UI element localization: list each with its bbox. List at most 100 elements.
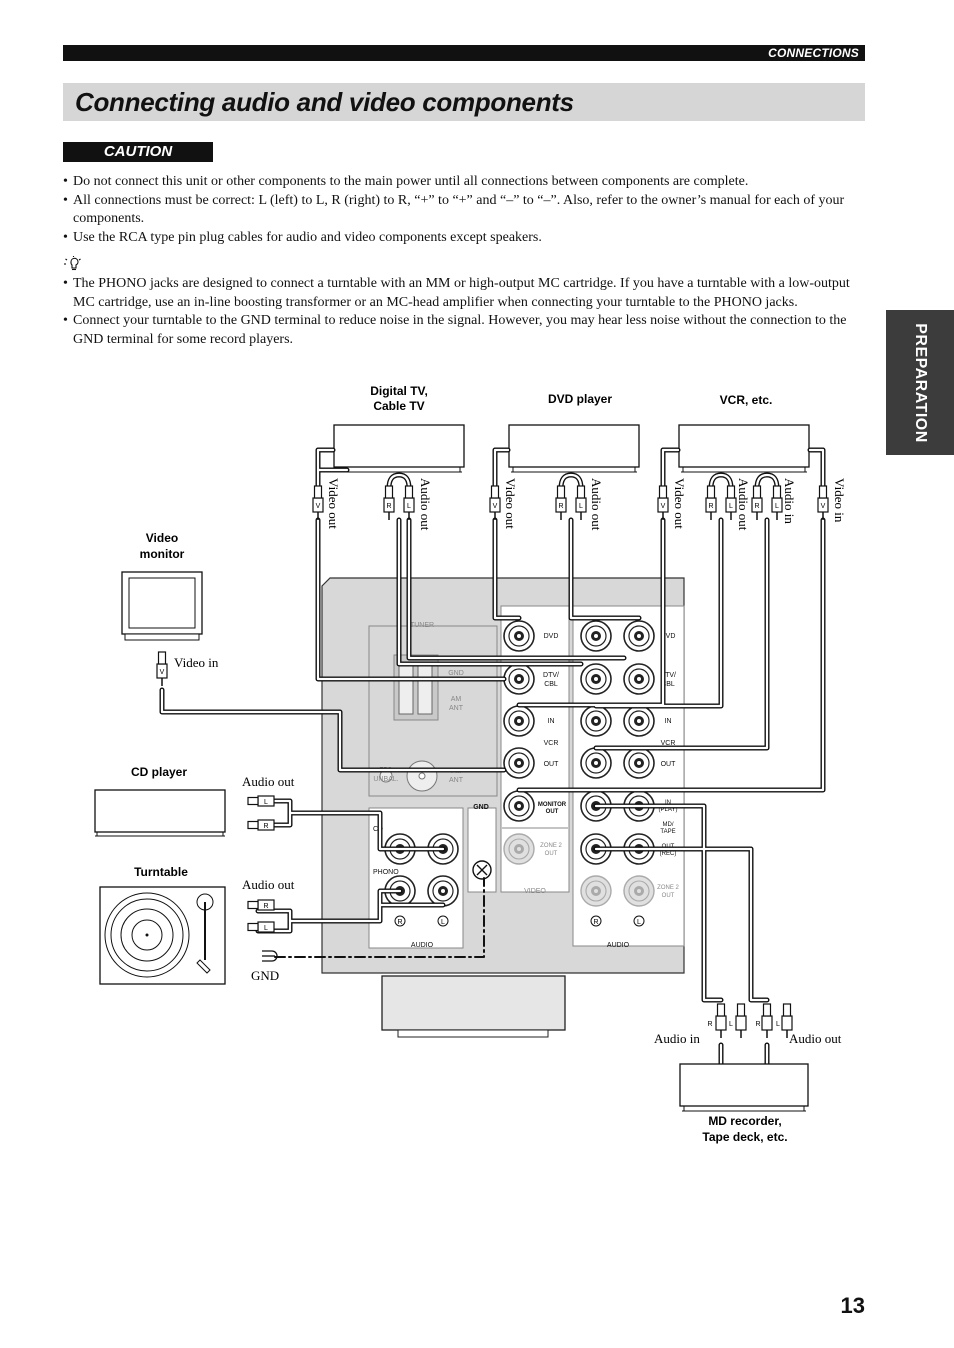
turntable <box>99 886 226 985</box>
dvd-audio-label: DVD <box>661 633 676 640</box>
plug-letter-r: R <box>708 503 713 510</box>
gnd-terminal-label: GND <box>473 804 489 811</box>
audio-in-label: Audio in <box>654 1031 700 1046</box>
out-rec-label: (REC) <box>660 851 677 857</box>
tuner-label: TUNER <box>410 622 434 629</box>
dvd-video-label: DVD <box>544 633 559 640</box>
video-monitor-label: monitor <box>140 547 185 561</box>
audio-left-label: AUDIO <box>411 942 434 949</box>
plug-letter-l: L <box>579 503 583 510</box>
audio-out-label: Audio out <box>789 1031 842 1046</box>
plug-letter-r: R <box>263 903 268 910</box>
vcr-video-label: VCR <box>544 740 559 747</box>
gnd-connector-icon <box>262 950 278 962</box>
audio-out-label: Audio out <box>589 478 604 531</box>
fm-ant-label: ANT <box>449 777 464 784</box>
vcr-in-audio-label: IN <box>665 718 672 725</box>
gnd-label: GND <box>251 968 279 983</box>
digital-tv-label: Cable TV <box>373 399 424 413</box>
l-mark: L <box>441 919 445 926</box>
audio-out-label: Audio out <box>242 774 295 789</box>
plug-letter-v: V <box>316 503 321 510</box>
caution-list: Do not connect this unit or other compon… <box>63 173 863 247</box>
vcr-out-video-label: OUT <box>544 761 560 768</box>
video-out-label: Video out <box>672 478 687 529</box>
caution-item: All connections must be correct: L (left… <box>63 192 863 229</box>
plug-letter-l: L <box>729 1021 733 1028</box>
caution-badge: CAUTION <box>63 142 213 162</box>
l-mark: L <box>637 919 641 926</box>
video-out-label: Video out <box>326 478 341 529</box>
dtv-video-label: CBL <box>544 681 558 688</box>
audio-out-label: Audio out <box>736 478 751 531</box>
caution-item: Use the RCA type pin plug cables for aud… <box>63 229 863 248</box>
plug-letter-r: R <box>558 503 563 510</box>
plug-letter-r: R <box>707 1021 712 1028</box>
plug-letter-v: V <box>821 503 826 510</box>
digital-tv-box <box>333 424 465 473</box>
video-section-label: VIDEO <box>524 888 546 895</box>
zone2-audio-label: OUT <box>662 893 675 899</box>
video-in-label: Video in <box>832 478 847 523</box>
monitor-out-label: MONITOR <box>538 802 567 808</box>
turntable-label: Turntable <box>134 865 188 879</box>
digital-tv-label: Digital TV, <box>370 384 428 398</box>
cd-player-label: CD player <box>131 765 187 779</box>
plug-letter-r: R <box>755 1021 760 1028</box>
plug-letter-r: R <box>263 823 268 830</box>
tip-item: Connect your turntable to the GND termin… <box>63 312 863 349</box>
plug-letter-l: L <box>729 503 733 510</box>
audio-in-label: Audio in <box>782 478 797 524</box>
dvd-player-box <box>508 424 640 473</box>
r-mark: R <box>397 919 402 926</box>
plug-letter-l: L <box>775 503 779 510</box>
am-ant-label: AM <box>451 696 462 703</box>
section-label: CONNECTIONS <box>768 46 859 60</box>
audio-out-label: Audio out <box>242 877 295 892</box>
panel-jacks <box>384 620 655 907</box>
in-play-label: (PLAY) <box>659 807 678 813</box>
phono-jack-label: PHONO <box>373 869 399 876</box>
md-recorder-label: MD recorder, <box>708 1114 781 1128</box>
r-mark: R <box>593 919 598 926</box>
gnd-small-label: GND <box>448 670 464 677</box>
monitor-out-label: OUT <box>546 809 559 815</box>
video-out-label: Video out <box>503 478 518 529</box>
plug-letter-v: V <box>661 503 666 510</box>
video-in-label: Video in <box>174 655 219 670</box>
unbal-label: UNBAL. <box>373 776 398 783</box>
dtv-audio-label: DTV/ <box>660 672 676 679</box>
vcr-audio-label: VCR <box>661 740 676 747</box>
cd-player <box>94 789 226 837</box>
vcr-in-video-label: IN <box>548 718 555 725</box>
plug-letter-r: R <box>386 503 391 510</box>
zone2-video-label: ZONE 2 <box>540 843 562 849</box>
plug-letter-l: L <box>776 1021 780 1028</box>
video-monitor <box>121 571 203 641</box>
zone2-audio-label: ZONE 2 <box>657 885 679 891</box>
vcr-out-audio-label: OUT <box>661 761 677 768</box>
md-tape-label: MD/ <box>663 822 674 828</box>
plug-letter-l: L <box>264 925 268 932</box>
vcr-box <box>678 424 810 473</box>
audio-out-label: Audio out <box>418 478 433 531</box>
audio-right-label: AUDIO <box>607 942 630 949</box>
plug-letter-v: V <box>160 669 165 676</box>
page-number: 13 <box>840 1293 865 1318</box>
md-tape-label: TAPE <box>660 829 675 835</box>
md-recorder-label: Tape deck, etc. <box>702 1130 787 1144</box>
dtv-audio-label: CBL <box>661 681 675 688</box>
vcr-label: VCR, etc. <box>720 393 773 407</box>
plug-letter-v: V <box>493 503 498 510</box>
in-play-label: IN <box>665 800 671 806</box>
dtv-video-label: DTV/ <box>543 672 559 679</box>
am-ant-label: ANT <box>449 705 464 712</box>
tip-item: The PHONO jacks are designed to connect … <box>63 275 863 312</box>
section-header-bar: CONNECTIONS <box>63 45 865 61</box>
dvd-player-label: DVD player <box>548 392 612 406</box>
md-recorder <box>679 1063 809 1112</box>
page-title: Connecting audio and video components <box>75 87 574 117</box>
caution-item: Do not connect this unit or other compon… <box>63 173 863 192</box>
tip-list: The PHONO jacks are designed to connect … <box>63 275 863 349</box>
connection-diagram: Digital TV, Cable TV DVD player VCR, etc… <box>94 384 847 1144</box>
